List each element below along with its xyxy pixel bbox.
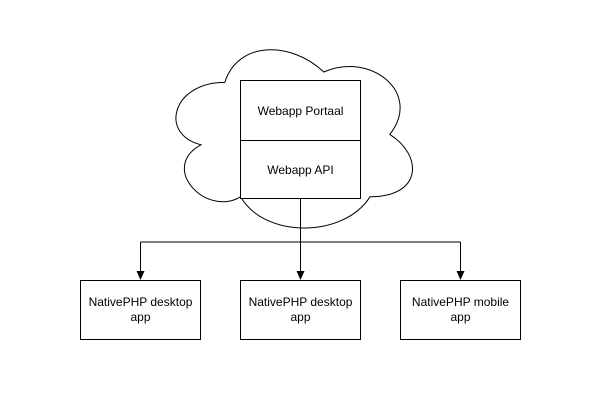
node-webapp-api: Webapp API [241, 141, 360, 198]
node-label: NativePHP desktop app [88, 295, 193, 324]
cloud-shape [175, 49, 413, 229]
node-nativephp-desktop-app-middle: NativePHP desktop app [240, 280, 361, 340]
node-label: NativePHP mobile app [411, 295, 510, 324]
node-label: NativePHP desktop app [248, 295, 353, 324]
node-nativephp-desktop-app-left: NativePHP desktop app [80, 280, 201, 340]
node-webapp-portaal-label: Webapp Portaal [257, 103, 344, 118]
node-webapp-stack: Webapp Portaal Webapp API [240, 80, 361, 199]
node-webapp-portaal: Webapp Portaal [241, 81, 360, 141]
node-webapp-api-label: Webapp API [267, 162, 334, 177]
arrowhead-right-icon [456, 271, 465, 280]
node-nativephp-mobile-app: NativePHP mobile app [400, 280, 521, 340]
arrowhead-left-icon [136, 271, 145, 280]
arrowhead-middle-icon [296, 271, 305, 280]
